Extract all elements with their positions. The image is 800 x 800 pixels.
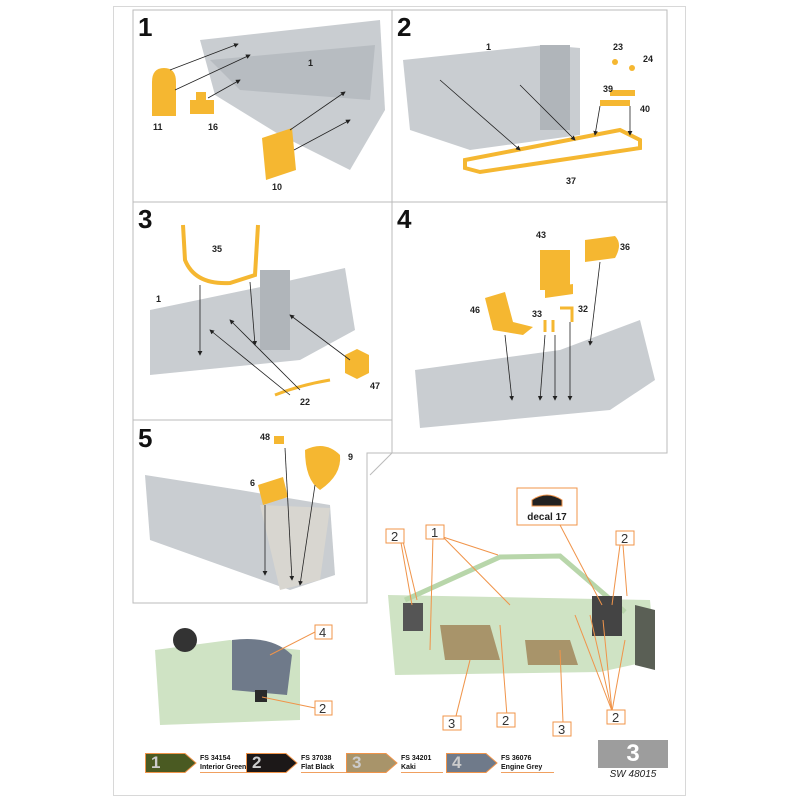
paint-code: FS 34201 [401, 754, 432, 762]
callout-box [425, 524, 445, 540]
part-label: 9 [348, 452, 353, 462]
part-43 [540, 250, 573, 298]
part-label: 40 [640, 104, 650, 114]
callout-label: 2 [621, 531, 628, 546]
callout-box [314, 700, 333, 716]
part-36 [585, 236, 619, 262]
painted-cockpit-detail [388, 553, 655, 675]
callout-box [442, 715, 462, 731]
decal-17-icon [531, 494, 563, 507]
step-1-number: 1 [138, 12, 152, 42]
part-22 [274, 378, 331, 397]
part-label: 10 [272, 182, 282, 192]
part-label: 24 [643, 54, 653, 64]
part-label: 36 [620, 242, 630, 252]
part-10 [262, 128, 296, 180]
part-9 [305, 446, 341, 490]
part-label: 32 [578, 304, 588, 314]
step-2-number: 2 [397, 12, 411, 42]
part-6 [258, 477, 288, 505]
page-number: 3 [598, 740, 668, 768]
callout-label: 2 [391, 529, 398, 544]
part-label: 37 [566, 176, 576, 186]
part-label: 16 [208, 122, 218, 132]
paint-swatch-engine-grey: 4 [446, 753, 498, 773]
fuselage-part [403, 45, 580, 150]
paint-number: 4 [452, 753, 462, 772]
part-37 [463, 127, 642, 175]
part-48 [274, 436, 284, 444]
step-5-number: 5 [138, 423, 152, 453]
callout-box [552, 721, 572, 737]
part-label: 33 [532, 309, 542, 319]
part-label: 6 [250, 478, 255, 488]
paint-swatch-interior-green: 1 [145, 753, 197, 773]
instruction-page [113, 6, 686, 796]
paint-number: 2 [252, 753, 262, 772]
part-46 [485, 292, 533, 335]
paint-number: 3 [352, 753, 362, 772]
callout-box [496, 712, 516, 728]
part-39-40 [600, 90, 635, 106]
decal-label: decal 17 [527, 512, 567, 523]
part-35 [181, 224, 260, 286]
callout-label: 4 [319, 625, 326, 640]
paint-code: FS 36076 [501, 754, 532, 762]
step-4-panel [391, 201, 668, 454]
part-11 [152, 68, 176, 116]
part-label: 47 [370, 381, 380, 391]
callout-label: 1 [431, 525, 438, 540]
part-label: 43 [536, 230, 546, 240]
part-16 [190, 92, 214, 114]
callout-box [314, 624, 333, 640]
part-33-32 [543, 306, 574, 332]
part-label: 39 [603, 84, 613, 94]
fuselage-bulkhead [260, 270, 290, 350]
callout-label: 3 [448, 716, 455, 731]
paint-swatch-kaki: 3 [346, 753, 398, 773]
fuselage-part [415, 320, 655, 428]
part-label: 35 [212, 244, 222, 254]
instrument-panel-detail [155, 628, 300, 725]
part-label: 23 [613, 42, 623, 52]
callout-label: 2 [502, 713, 509, 728]
step-3-number: 3 [138, 204, 152, 234]
callout-label: 2 [319, 701, 326, 716]
paint-name: Flat Black [301, 763, 335, 771]
part-47 [345, 349, 369, 379]
callout-label: 2 [612, 710, 619, 725]
step-4-number: 4 [397, 204, 412, 234]
fuselage-side [260, 505, 330, 590]
part-label: 48 [260, 432, 270, 442]
callout-label: 3 [558, 722, 565, 737]
callout-box [606, 709, 626, 725]
paint-name: Interior Green [200, 763, 247, 771]
part-label: 1 [486, 42, 491, 52]
callout-box [385, 528, 405, 544]
fuselage-bulkhead [540, 45, 570, 130]
part-24 [629, 65, 635, 71]
part-label: 1 [308, 58, 313, 68]
paint-code: FS 34154 [200, 754, 231, 762]
step-5-panel [132, 419, 393, 604]
part-label: 11 [153, 122, 163, 132]
part-label: 46 [470, 305, 480, 315]
callout-box [615, 530, 635, 546]
product-code: SW 48015 [609, 769, 657, 780]
fuselage-interior [210, 45, 375, 100]
fuselage-part [150, 268, 355, 375]
paint-name: Engine Grey [501, 763, 543, 771]
part-23 [612, 59, 618, 65]
part-label: 22 [300, 397, 310, 407]
paint-code: FS 37038 [301, 754, 332, 762]
paint-number: 1 [151, 753, 161, 772]
part-label: 1 [156, 294, 161, 304]
paint-swatch-flat-black: 2 [246, 753, 298, 773]
paint-name: Kaki [401, 763, 416, 771]
